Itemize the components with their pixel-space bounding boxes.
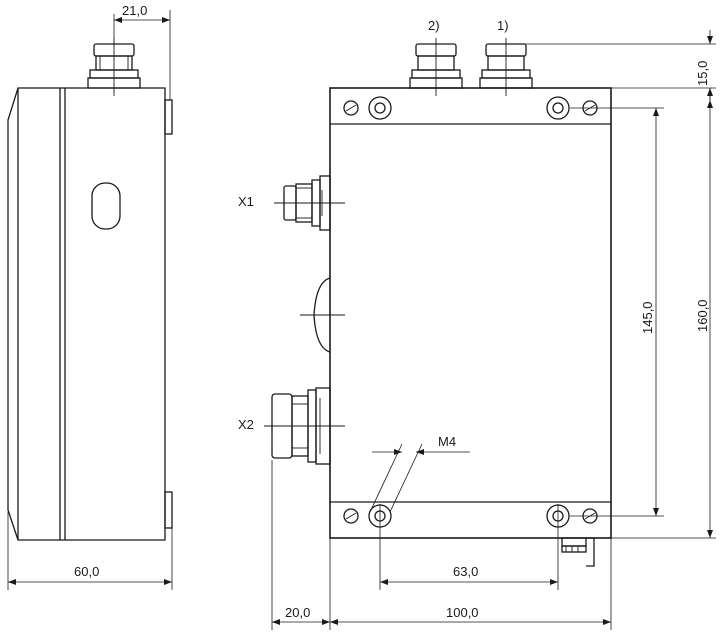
dim-text-left-connector-offset: 20,0 bbox=[285, 605, 310, 620]
dim-hole-horizontal: 63,0 bbox=[379, 504, 559, 590]
side-housing-outline bbox=[7, 87, 166, 541]
dim-text-overall-height: 160,0 bbox=[695, 299, 710, 332]
label-x2: X2 bbox=[238, 417, 254, 432]
dim-side-depth: 60,0 bbox=[7, 512, 173, 590]
front-housing-outline bbox=[329, 87, 612, 539]
thread-callout: M4 bbox=[369, 434, 470, 513]
dim-text-overall-width: 100,0 bbox=[446, 605, 479, 620]
label-connector-2: 2) bbox=[428, 18, 440, 33]
dim-text-hole-vertical: 145,0 bbox=[640, 301, 655, 334]
label-connector-1: 1) bbox=[497, 18, 509, 33]
dim-overall-height: 160,0 bbox=[611, 88, 716, 539]
front-top-connector-1 bbox=[479, 38, 533, 96]
side-lens bbox=[300, 277, 345, 353]
dim-connector-offset: 21,0 bbox=[113, 3, 171, 100]
dim-text-side-depth: 60,0 bbox=[74, 564, 99, 579]
connector-x1 bbox=[274, 175, 345, 231]
dim-text-thread: M4 bbox=[438, 434, 456, 449]
dim-left-connector-offset: 20,0 bbox=[271, 460, 331, 630]
ground-terminal bbox=[561, 537, 595, 567]
side-top-connector bbox=[87, 38, 141, 96]
connector-x2 bbox=[264, 387, 345, 465]
dim-text-hole-horizontal: 63,0 bbox=[453, 564, 478, 579]
side-oval-window bbox=[91, 182, 121, 230]
dim-hole-vertical: 145,0 bbox=[570, 107, 664, 517]
dim-top-connector-height: 15,0 bbox=[520, 30, 716, 100]
front-view: 2) 1) X1 X2 bbox=[238, 18, 716, 630]
dim-text-connector-offset: 21,0 bbox=[122, 3, 147, 18]
dim-overall-width: 100,0 bbox=[330, 538, 612, 630]
dim-text-top-connector-height: 15,0 bbox=[695, 61, 710, 86]
front-top-connector-2 bbox=[409, 38, 463, 96]
side-view: 21,0 60,0 bbox=[7, 3, 173, 590]
label-x1: X1 bbox=[238, 194, 254, 209]
